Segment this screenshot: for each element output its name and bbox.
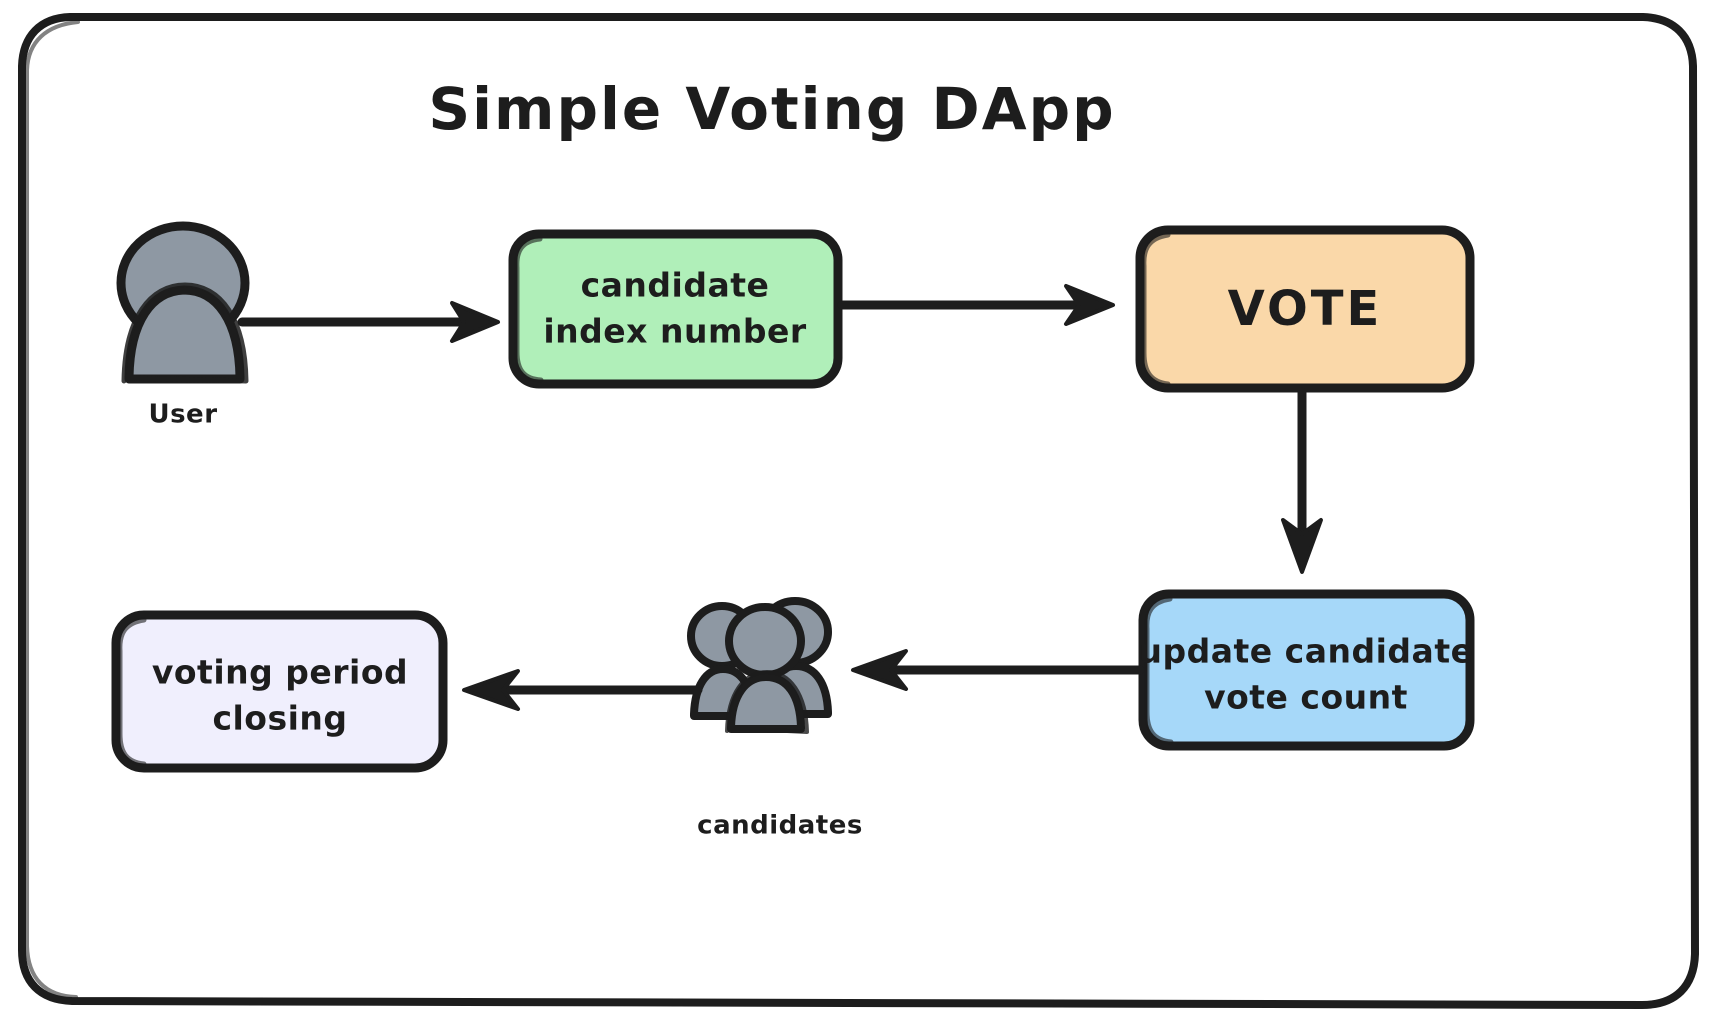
people-group-icon bbox=[687, 597, 832, 734]
person-icon bbox=[116, 221, 250, 384]
node-voting-period-closing-line1: voting period bbox=[152, 653, 408, 692]
node-candidate-index[interactable]: candidate index number bbox=[508, 229, 843, 389]
actor-user-label: User bbox=[148, 400, 217, 430]
node-update-count-line1: update candidate bbox=[1139, 632, 1474, 671]
edge-vote-to-update-count bbox=[1281, 387, 1323, 574]
node-vote[interactable]: VOTE bbox=[1135, 225, 1475, 393]
actor-candidates: candidates bbox=[687, 597, 863, 841]
node-candidate-index-line1: candidate bbox=[581, 266, 770, 305]
node-voting-period-closing-line2: closing bbox=[212, 699, 347, 738]
edge-candidate-index-to-vote bbox=[837, 284, 1115, 326]
node-voting-period-closing[interactable]: voting period closing bbox=[111, 610, 448, 773]
node-update-count-line2: vote count bbox=[1204, 678, 1408, 717]
actor-user: User bbox=[116, 221, 250, 430]
node-vote-label: VOTE bbox=[1228, 281, 1383, 337]
edge-candidates-to-voting-period-closing bbox=[462, 669, 703, 711]
node-candidate-index-line2: index number bbox=[543, 312, 806, 351]
edge-update-count-to-candidates bbox=[851, 649, 1145, 691]
node-update-count[interactable]: update candidate vote count bbox=[1138, 589, 1475, 751]
edge-user-to-candidate-index bbox=[237, 301, 500, 343]
actor-candidates-label: candidates bbox=[697, 811, 863, 841]
page-title: Simple Voting DApp bbox=[428, 75, 1115, 143]
outer-frame bbox=[18, 13, 1699, 1009]
